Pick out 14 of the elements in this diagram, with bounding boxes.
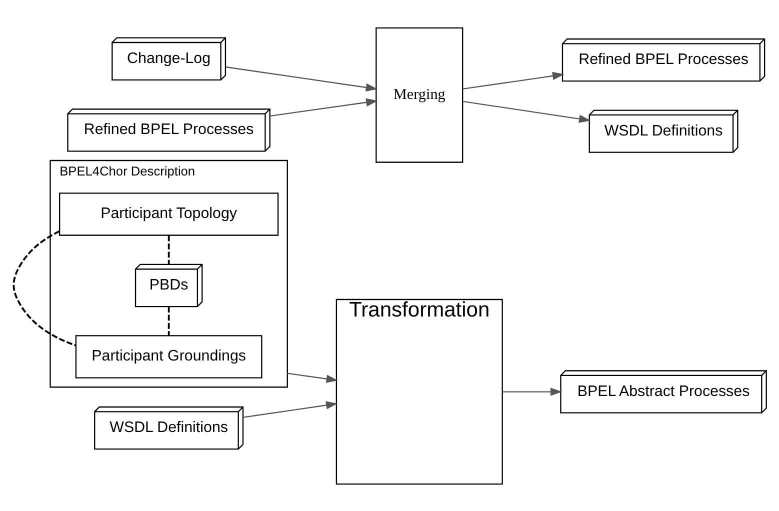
arrow bbox=[286, 372, 338, 382]
node-box: Participant Groundings bbox=[74, 334, 262, 378]
node-box: Participant Topology bbox=[58, 192, 278, 236]
arrow bbox=[462, 71, 564, 90]
arrow bbox=[242, 400, 338, 418]
arrow bbox=[269, 98, 378, 116]
connector bbox=[12, 230, 76, 346]
arrow bbox=[502, 387, 562, 396]
node-box: Merging bbox=[375, 26, 463, 162]
connector bbox=[167, 306, 170, 336]
node-box: Transformation bbox=[335, 298, 502, 484]
arrow bbox=[225, 66, 378, 92]
connector bbox=[167, 234, 170, 264]
arrow bbox=[462, 100, 590, 122]
